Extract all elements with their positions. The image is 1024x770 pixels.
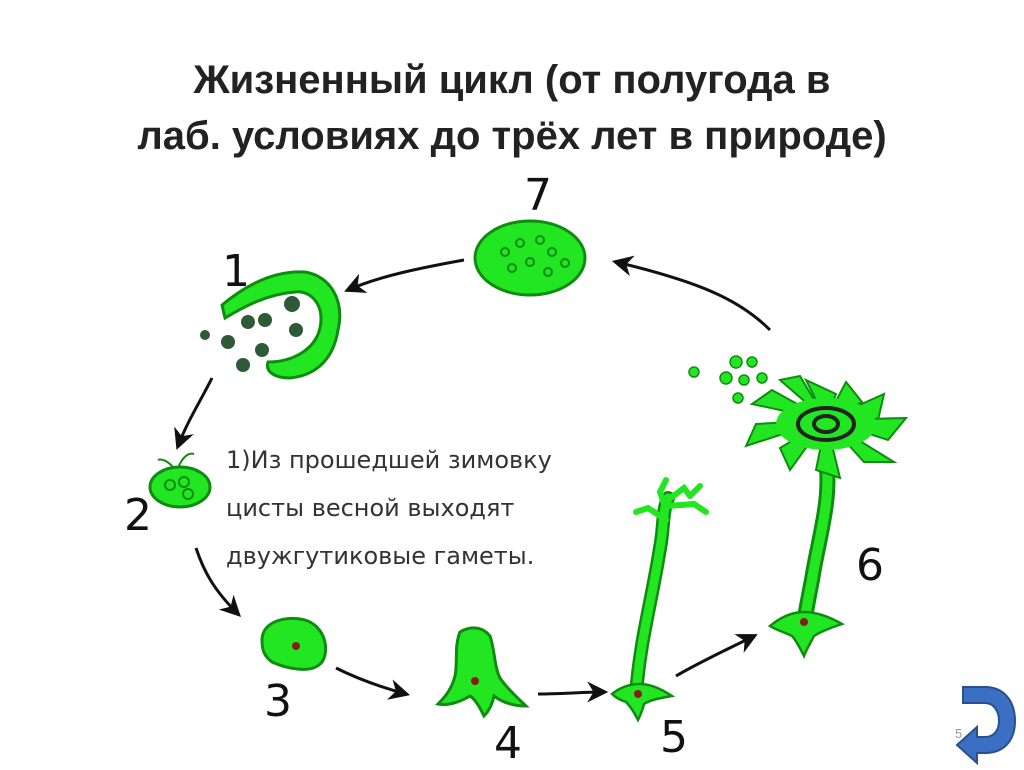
caption-text: 1)Из прошедшей зимовку цисты весной выхо… (226, 436, 686, 580)
title-line-1: Жизненный цикл (от полугода в (193, 58, 831, 102)
title-line-2: лаб. условиях до трёх лет в природе) (137, 114, 887, 158)
stage-label-2: 2 (124, 490, 152, 541)
stage-2-gamete (148, 452, 212, 509)
stage-6-mature-cap (688, 355, 909, 660)
released-cysts (688, 355, 768, 404)
stage-label-6: 6 (856, 540, 884, 591)
stage-label-1: 1 (222, 246, 250, 297)
return-button[interactable] (955, 675, 1021, 766)
stage-label-5: 5 (660, 712, 688, 763)
slide-title: Жизненный цикл (от полугода в лаб. услов… (0, 52, 1024, 164)
stage-label-4: 4 (494, 718, 522, 767)
cycle-arrows (174, 255, 772, 703)
return-arrow-icon (955, 686, 1017, 766)
stage-4-young-plant (434, 626, 530, 719)
stage-3-zygote (260, 616, 328, 671)
stage-7-cyst (473, 219, 587, 297)
stage-label-3: 3 (264, 676, 292, 727)
page-number: 5 (955, 726, 963, 741)
caption-line-3: двужгутиковые гаметы. (226, 542, 535, 570)
stage-1-open-cyst (200, 270, 342, 380)
caption-line-1: 1)Из прошедшей зимовку (226, 446, 552, 474)
stage-label-7: 7 (524, 170, 552, 221)
caption-line-2: цисты весной выходят (226, 494, 515, 522)
stage-5-stalk (610, 477, 709, 723)
